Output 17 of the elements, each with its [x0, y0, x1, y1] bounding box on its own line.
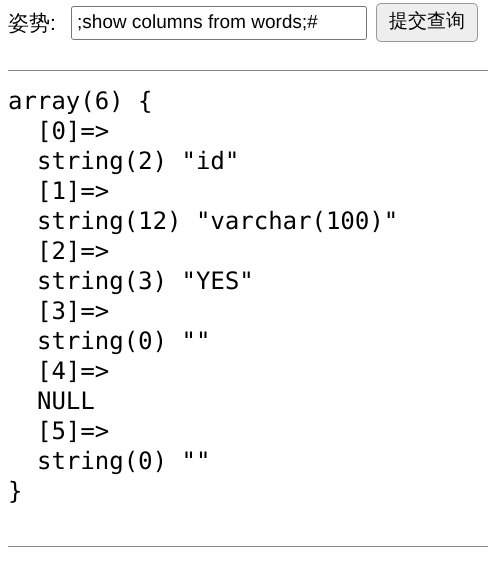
code-line: string(3) "YES": [37, 266, 254, 296]
code-line: [0]=>: [37, 116, 110, 146]
code-line: string(0) "": [37, 326, 210, 356]
field-label: 姿势:: [8, 11, 56, 37]
code-line: }: [8, 476, 22, 506]
code-line: string(0) "": [37, 446, 210, 476]
code-line: NULL: [37, 386, 95, 416]
code-line: [5]=>: [37, 416, 110, 446]
code-line: array(6) {: [8, 86, 152, 116]
code-line: string(12) "varchar(100)": [37, 206, 398, 236]
code-line: [3]=>: [37, 296, 110, 326]
code-line: [4]=>: [37, 356, 110, 386]
code-line: [1]=>: [37, 176, 110, 206]
code-line: string(2) "id": [37, 146, 240, 176]
input-field: ;show columns from words;#: [71, 6, 367, 40]
submit-button: 提交查询: [376, 3, 478, 42]
code-line: [2]=>: [37, 236, 110, 266]
